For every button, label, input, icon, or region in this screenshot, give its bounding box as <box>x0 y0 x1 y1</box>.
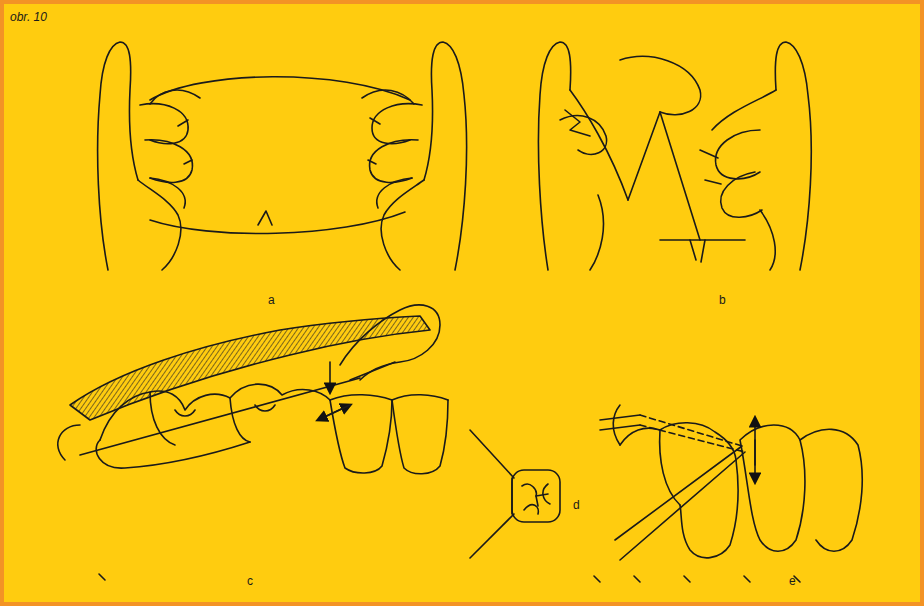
panel-letter: c <box>247 574 253 588</box>
figure-number: obr. 10 <box>10 10 47 24</box>
hands-floss-a <box>98 42 467 270</box>
molar-floss-d <box>470 430 560 558</box>
hands-floss-b <box>538 42 811 270</box>
teeth-floss-c <box>58 305 448 474</box>
panel-letter: e <box>789 574 796 588</box>
teeth-floss-e <box>99 405 862 582</box>
panel-letter: a <box>268 293 275 307</box>
panel-letter: d <box>573 498 580 512</box>
panel-letter: b <box>719 293 726 307</box>
